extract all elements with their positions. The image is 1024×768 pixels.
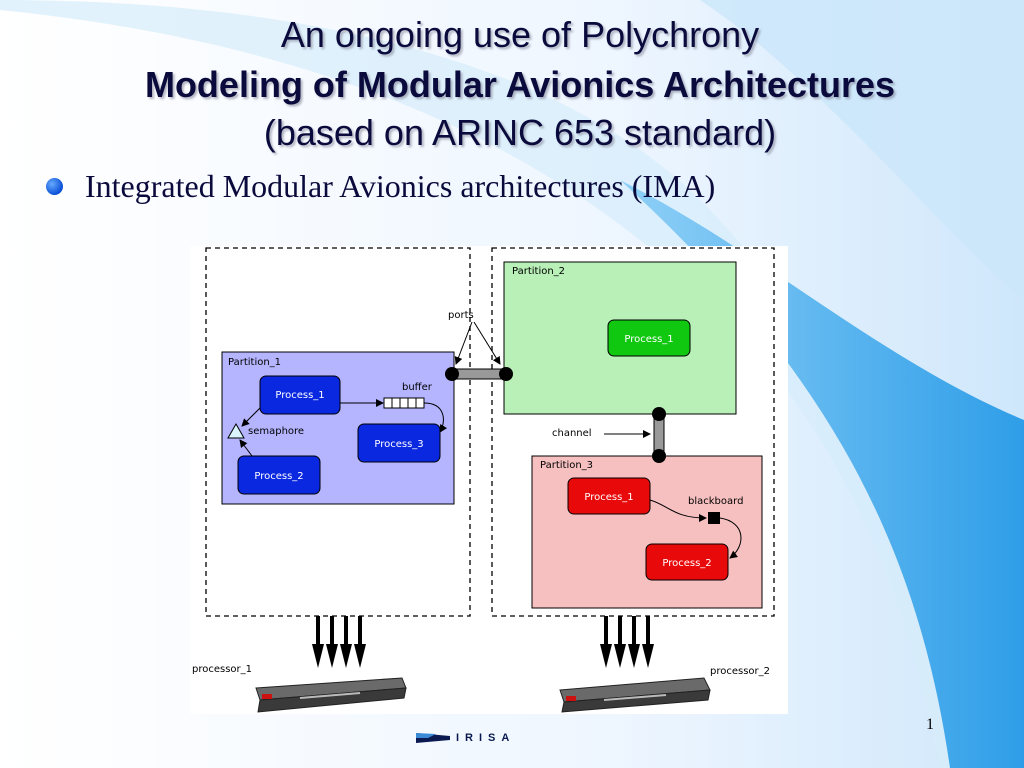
partition-1: Partition_1 Process_1 Process_3 Process_… (221, 351, 455, 505)
module-frame-left (205, 247, 471, 617)
semaphore-icon (227, 422, 245, 439)
blackboard-icon (708, 512, 720, 524)
svg-text:Process_1: Process_1 (584, 492, 633, 503)
svg-text:Process_1: Process_1 (275, 390, 324, 401)
p3-process-1[interactable]: Process_1 (567, 477, 651, 515)
bullet-item: Integrated Modular Avionics architecture… (46, 168, 715, 205)
p1-process-1[interactable]: Process_1 (259, 375, 341, 415)
channel-label: channel (552, 428, 592, 439)
p3-process-2[interactable]: Process_2 (645, 543, 729, 581)
ports-label: ports (448, 310, 474, 321)
arrows-to-processor-2 (600, 616, 654, 668)
blackboard-label: blackboard (688, 496, 743, 507)
partition-2-title: Partition_2 (512, 266, 565, 277)
processor-1-icon (255, 677, 407, 713)
arrows-to-processor-1 (312, 616, 366, 668)
bullet-dot-icon (46, 178, 63, 195)
slide-title-line1: An ongoing use of Polychrony (280, 14, 760, 55)
partition-1-title: Partition_1 (228, 357, 281, 368)
slide-title-line2: Modeling of Modular Avionics Architectur… (144, 64, 896, 105)
p2-process-1[interactable]: Process_1 (607, 319, 691, 357)
page-number: 1 (926, 716, 934, 733)
channel-p2-p3 (652, 407, 666, 463)
module-frame-right (491, 247, 775, 617)
buffer-label: buffer (402, 382, 433, 393)
buffer-icon (383, 397, 425, 409)
irisa-logo-text: IRISA (456, 732, 516, 744)
partition-3-title: Partition_3 (540, 460, 593, 471)
svg-text:Process_3: Process_3 (374, 439, 423, 450)
slide-title-line3: (based on ARINC 653 standard) (263, 112, 777, 153)
svg-text:Process_1: Process_1 (624, 334, 673, 345)
processor-2-label: processor_2 (710, 666, 770, 677)
partition-2: Partition_2 Process_1 (503, 261, 737, 415)
svg-text:Process_2: Process_2 (662, 558, 711, 569)
p1-process-2[interactable]: Process_2 (237, 455, 321, 495)
p1-process-3[interactable]: Process_3 (357, 423, 441, 463)
irisa-logo: IRISA (416, 728, 515, 748)
partition-3: Partition_3 Process_1 Process_2 blackboa… (531, 455, 763, 609)
svg-text:Process_2: Process_2 (254, 471, 303, 482)
bullet-text: Integrated Modular Avionics architecture… (85, 168, 716, 204)
irisa-logo-mark-icon (416, 733, 450, 743)
processor-1-label: processor_1 (192, 664, 252, 675)
channel-p1-p2 (445, 367, 513, 381)
processor-2-icon (559, 677, 711, 713)
semaphore-label: semaphore (248, 426, 304, 437)
ima-architecture-diagram: Partition_1 Process_1 Process_3 Process_… (190, 246, 788, 714)
